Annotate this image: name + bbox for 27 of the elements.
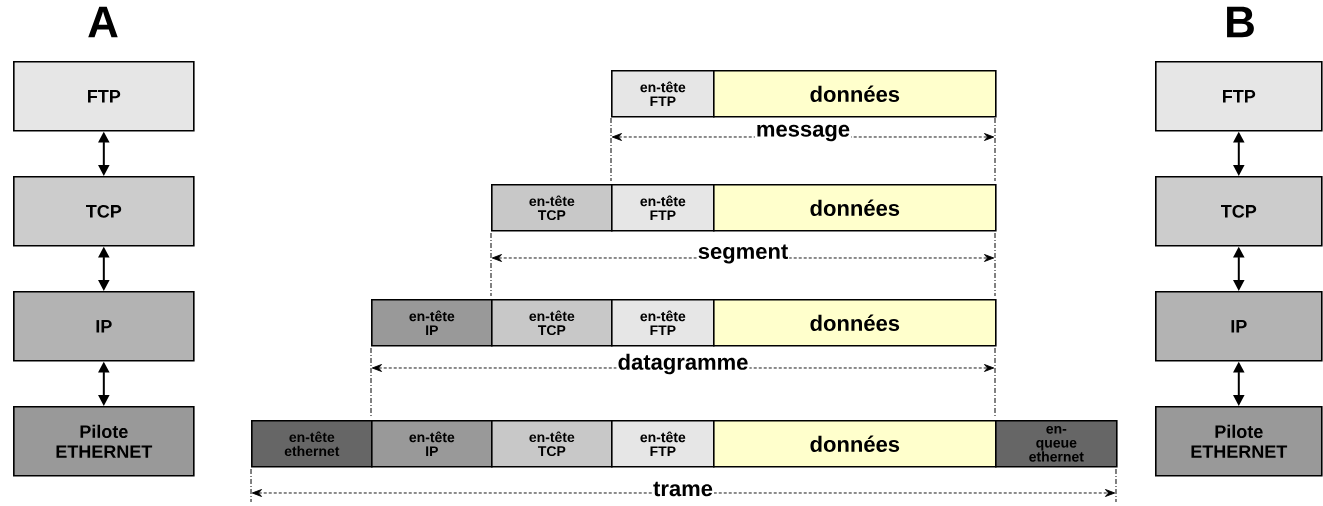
data-cell: données xyxy=(713,70,997,118)
data-cell: données xyxy=(713,420,997,468)
header-cell: en-tête FTP xyxy=(611,184,715,232)
header-cell: en-tête TCP xyxy=(491,420,613,468)
protocol-layer-box: FTP xyxy=(13,61,195,132)
header-cell: en-tête TCP xyxy=(491,299,613,347)
header-cell: en-tête FTP xyxy=(611,420,715,468)
protocol-layer-box: IP xyxy=(13,291,195,362)
data-cell: données xyxy=(713,299,997,347)
data-cell: données xyxy=(713,184,997,232)
protocol-layer-box: TCP xyxy=(13,176,195,247)
header-cell: en-tête FTP xyxy=(611,299,715,347)
protocol-layer-box: IP xyxy=(1155,291,1323,362)
header-cell: en-tête TCP xyxy=(491,184,613,232)
header-cell: en-tête FTP xyxy=(611,70,715,118)
protocol-layer-box: FTP xyxy=(1155,61,1323,132)
protocol-layer-box: TCP xyxy=(1155,176,1323,247)
dimension-label: trame xyxy=(652,480,714,498)
header-cell: en-tête IP xyxy=(371,420,493,468)
dimension-label: segment xyxy=(696,243,790,265)
dimension-label: message xyxy=(754,123,852,143)
protocol-layer-box: Pilote ETHERNET xyxy=(1155,406,1323,477)
protocol-layer-box: Pilote ETHERNET xyxy=(13,406,195,477)
header-cell: en-tête ethernet xyxy=(251,420,373,468)
dimension-label: datagramme xyxy=(616,352,750,376)
header-cell: en-tête IP xyxy=(371,299,493,347)
header-cell: en-queue ethernet xyxy=(995,420,1118,468)
